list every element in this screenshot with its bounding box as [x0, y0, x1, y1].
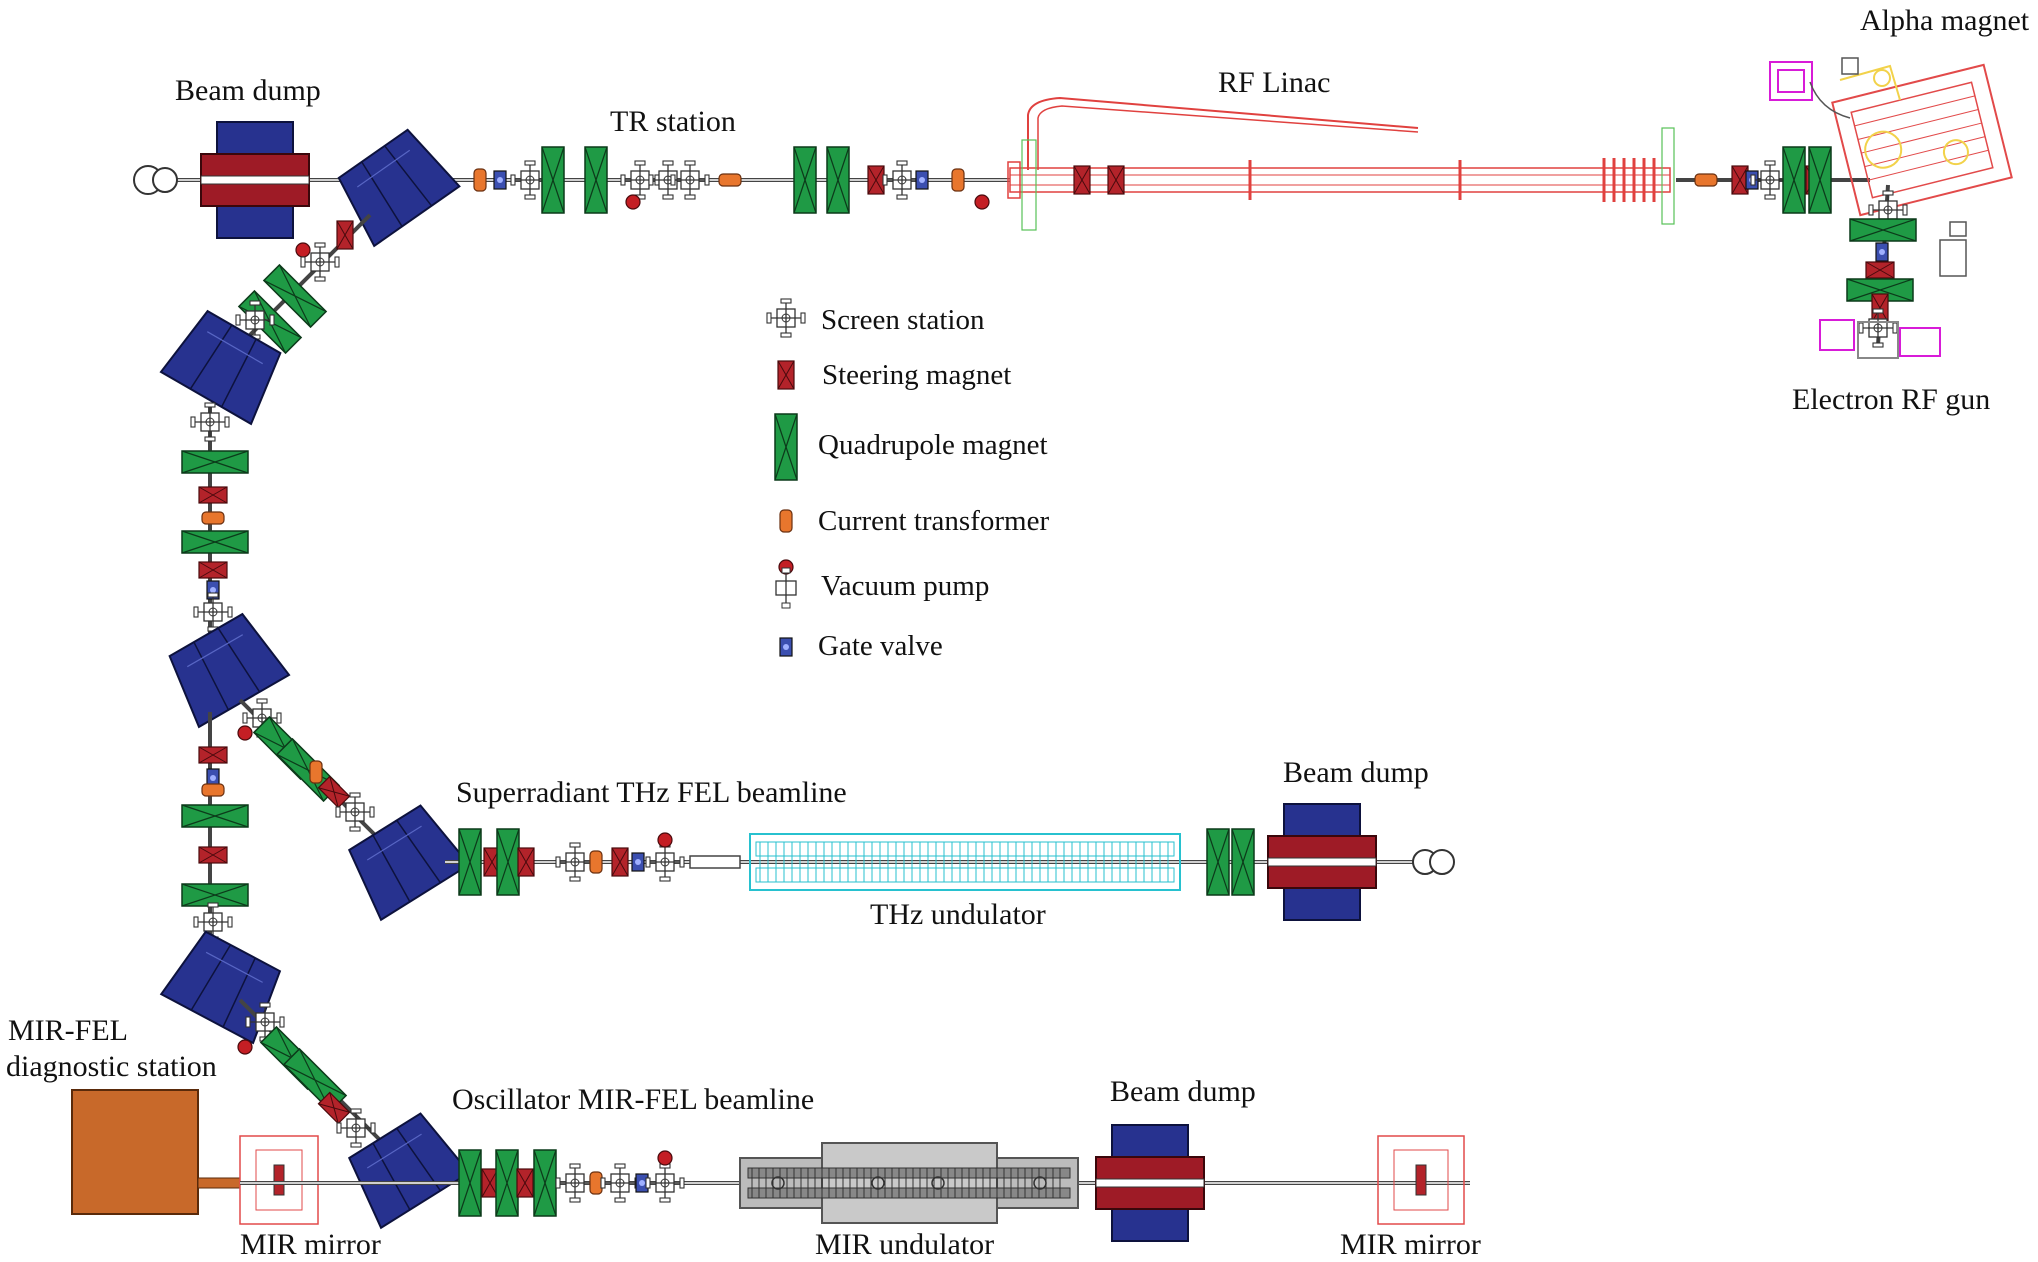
beam-dump-bottom [1095, 1124, 1205, 1242]
alpha-magnet-label: Alpha magnet [1860, 4, 2030, 37]
thz-beamline [237, 698, 1455, 921]
screen-station-icon [766, 298, 806, 338]
rf-linac-label: RF Linac [1218, 66, 1331, 99]
rf-linac [1007, 96, 1675, 231]
tr-station-label: TR station [610, 105, 736, 138]
top-beamline [133, 121, 1010, 247]
legend-screen-station-label: Screen station [821, 304, 985, 336]
current-transformer-icon [779, 509, 793, 533]
mir-fel-label-line1: MIR-FEL [8, 1014, 128, 1047]
legend [766, 298, 806, 657]
mir-undulator [739, 1142, 1079, 1224]
thz-undulator [749, 833, 1181, 891]
beam-dump-bottom-label: Beam dump [1110, 1075, 1256, 1108]
mir-fel-diagnostic-station [71, 1089, 199, 1215]
vacuum-pump-icon [775, 559, 797, 609]
mir-mirror-left-label: MIR mirror [240, 1228, 381, 1261]
gate-valve-icon [779, 637, 793, 657]
beam-dump-middle [1267, 803, 1377, 921]
mir-undulator-label: MIR undulator [815, 1228, 995, 1261]
legend-steering-magnet-label: Steering magnet [822, 359, 1012, 391]
beam-dump-top [200, 121, 310, 239]
thz-undulator-label: THz undulator [870, 898, 1046, 931]
mir-mirror-right-label: MIR mirror [1340, 1228, 1481, 1261]
left-arc [159, 213, 372, 1044]
alpha-magnet [1676, 57, 2013, 359]
mir-mirror-left [239, 1135, 319, 1225]
legend-gate-valve-label: Gate valve [818, 630, 943, 662]
mir-beamline [71, 998, 1470, 1242]
steering-magnet-icon [777, 360, 795, 390]
legend-quadrupole-magnet-label: Quadrupole magnet [818, 429, 1048, 461]
superradiant-beamline-label: Superradiant THz FEL beamline [456, 776, 847, 809]
beam-dump-top-label: Beam dump [175, 74, 321, 107]
mir-mirror-right [1377, 1135, 1465, 1225]
oscillator-beamline-label: Oscillator MIR-FEL beamline [452, 1083, 815, 1116]
legend-vacuum-pump-label: Vacuum pump [821, 570, 990, 602]
electron-rf-gun-label: Electron RF gun [1792, 383, 1991, 416]
mir-fel-label-line2: diagnostic station [6, 1050, 217, 1083]
quadrupole-magnet-icon [774, 413, 798, 481]
beam-dump-middle-label: Beam dump [1283, 756, 1429, 789]
legend-current-transformer-label: Current transformer [818, 505, 1050, 537]
